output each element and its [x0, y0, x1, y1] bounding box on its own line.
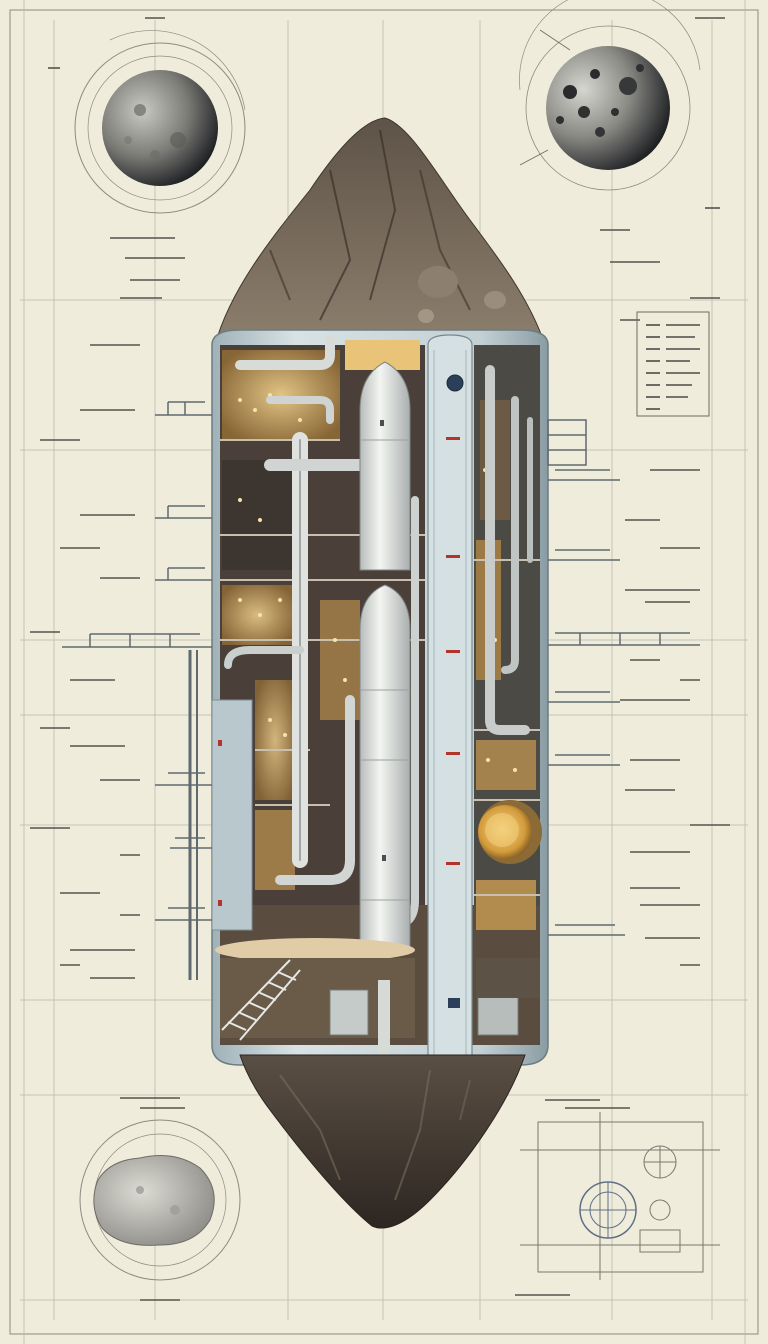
lower-deck [215, 938, 540, 1058]
rock-fragment-icon [79, 1119, 241, 1281]
walkway-left-long [62, 633, 212, 648]
walkway-right-1 [548, 469, 620, 481]
walkway-left-3 [155, 567, 212, 581]
cratered-asteroid-icon [74, 30, 246, 214]
launch-vehicle-lower [359, 584, 411, 951]
outer-border [9, 9, 759, 1335]
walkway-left-1 [155, 401, 212, 416]
walkway-right-5 [548, 924, 625, 936]
walkway-right-3 [548, 691, 620, 703]
hull-panel-left [211, 699, 253, 931]
walkway-left-4 [155, 772, 212, 786]
external-walkways [62, 401, 700, 980]
annotation-marks [30, 17, 730, 1301]
asteroid-bottom-rock [239, 1054, 526, 1229]
mechanical-schematic-icon [520, 1112, 720, 1280]
walkway-right-2 [548, 549, 620, 561]
walkway-right-4 [548, 754, 620, 766]
cratered-moon-icon [519, 0, 701, 191]
asteroid-top-rock [214, 117, 546, 346]
walkway-left-5 [170, 837, 212, 849]
walkway-left-6 [155, 907, 212, 921]
launch-vehicle-upper [359, 361, 411, 571]
walkway-right-tower [547, 419, 587, 466]
parts-legend-box [636, 311, 710, 417]
elevator-shaft [427, 334, 473, 1061]
walkway-left-2 [155, 505, 212, 519]
walkway-right-long [548, 632, 700, 646]
golden-reactor-disc [478, 800, 542, 864]
